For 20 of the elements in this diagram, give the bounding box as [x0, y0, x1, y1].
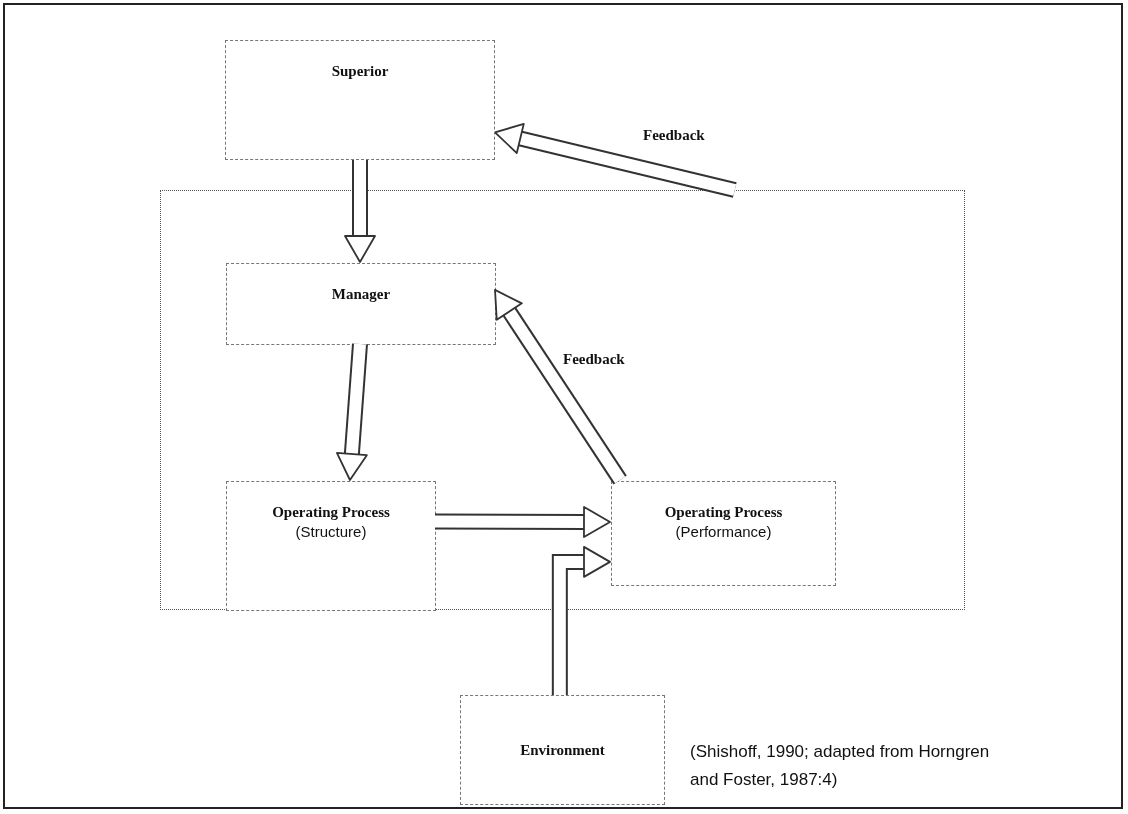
block-arrow	[551, 546, 611, 695]
process-box	[611, 481, 836, 586]
block-arrow	[336, 343, 368, 481]
box-label: Operating Process	[664, 504, 783, 521]
block-arrow	[344, 160, 376, 263]
process-box	[460, 695, 665, 805]
process-box	[226, 481, 436, 611]
organization-boundary	[160, 190, 965, 610]
block-arrow	[494, 289, 627, 485]
box-label: (Performance)	[675, 523, 772, 540]
process-box	[226, 263, 496, 345]
box-label: (Structure)	[295, 523, 367, 540]
box-label: Manager	[331, 286, 391, 303]
block-arrow	[434, 506, 611, 538]
box-label: Environment	[520, 741, 605, 759]
source-caption: (Shishoff, 1990; adapted from Horngren and Foster, 1987:4)	[690, 741, 991, 791]
box-label: Operating Process	[272, 504, 390, 521]
box-label: Superior	[331, 63, 389, 80]
process-box	[225, 40, 495, 160]
block-arrow	[494, 123, 737, 198]
